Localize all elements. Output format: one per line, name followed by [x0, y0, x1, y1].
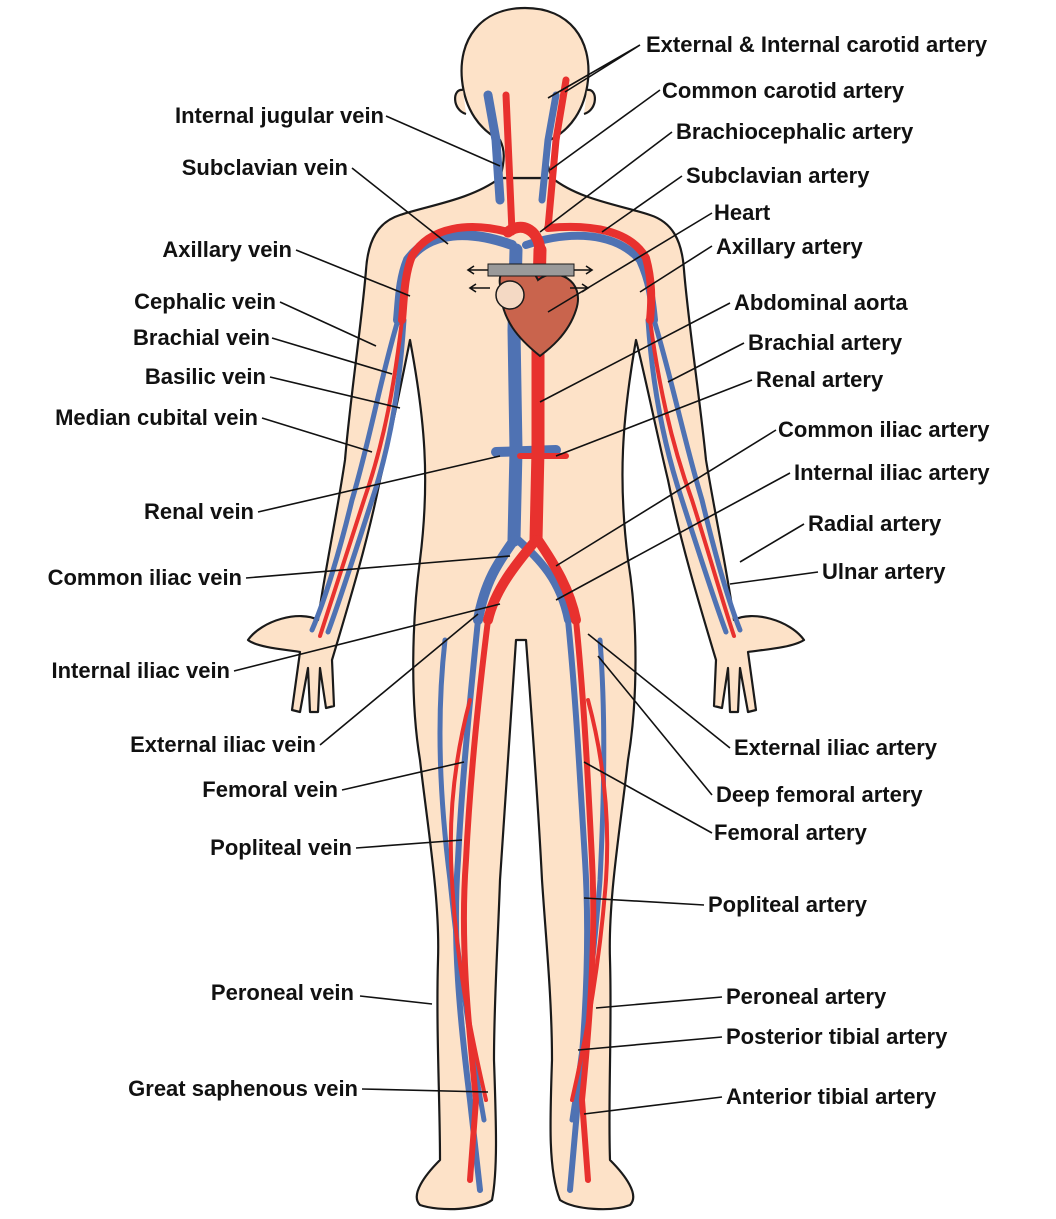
label-internal-iliac-artery: Internal iliac artery — [794, 460, 990, 485]
label-brachial-artery: Brachial artery — [748, 330, 903, 355]
label-deep-femoral-artery: Deep femoral artery — [716, 782, 923, 807]
heart-vessel-grey — [488, 264, 574, 276]
label-posterior-tibial-artery: Posterior tibial artery — [726, 1024, 948, 1049]
label-anterior-tibial-artery: Anterior tibial artery — [726, 1084, 937, 1109]
label-basilic-vein: Basilic vein — [145, 364, 266, 389]
label-median-cubital-vein: Median cubital vein — [55, 405, 258, 430]
label-abdominal-aorta: Abdominal aorta — [734, 290, 908, 315]
label-axillary-artery: Axillary artery — [716, 234, 864, 259]
label-popliteal-artery: Popliteal artery — [708, 892, 868, 917]
label-external-iliac-vein: External iliac vein — [130, 732, 316, 757]
label-brachiocephalic: Brachiocephalic artery — [676, 119, 914, 144]
label-popliteal-vein: Popliteal vein — [210, 835, 352, 860]
label-great-saphenous-vein: Great saphenous vein — [128, 1076, 358, 1101]
leader-radial-artery — [740, 524, 804, 562]
label-renal-vein: Renal vein — [144, 499, 254, 524]
leader-peroneal-vein — [360, 996, 432, 1004]
label-cephalic-vein: Cephalic vein — [134, 289, 276, 314]
label-internal-iliac-vein: Internal iliac vein — [51, 658, 230, 683]
label-peroneal-artery: Peroneal artery — [726, 984, 887, 1009]
label-subclavian-vein: Subclavian vein — [182, 155, 348, 180]
label-subclavian-artery: Subclavian artery — [686, 163, 870, 188]
label-heart: Heart — [714, 200, 771, 225]
body-silhouette — [248, 8, 804, 1209]
label-common-iliac-artery: Common iliac artery — [778, 417, 990, 442]
label-femoral-artery: Femoral artery — [714, 820, 868, 845]
leader-ulnar-artery — [730, 572, 818, 584]
label-ext-int-carotid: External & Internal carotid artery — [646, 32, 988, 57]
label-internal-jugular-vein: Internal jugular vein — [175, 103, 384, 128]
label-common-carotid: Common carotid artery — [662, 78, 905, 103]
heart-atrium — [496, 281, 524, 309]
label-renal-artery: Renal artery — [756, 367, 884, 392]
vein-renal — [496, 450, 556, 452]
label-brachial-vein: Brachial vein — [133, 325, 270, 350]
label-ulnar-artery: Ulnar artery — [822, 559, 946, 584]
leader-peroneal-artery — [596, 997, 722, 1008]
label-external-iliac-artery: External iliac artery — [734, 735, 938, 760]
label-femoral-vein: Femoral vein — [202, 777, 338, 802]
label-common-iliac-vein: Common iliac vein — [48, 565, 242, 590]
label-axillary-vein: Axillary vein — [162, 237, 292, 262]
label-radial-artery: Radial artery — [808, 511, 942, 536]
label-peroneal-vein: Peroneal vein — [211, 980, 354, 1005]
head-outline — [462, 8, 589, 178]
